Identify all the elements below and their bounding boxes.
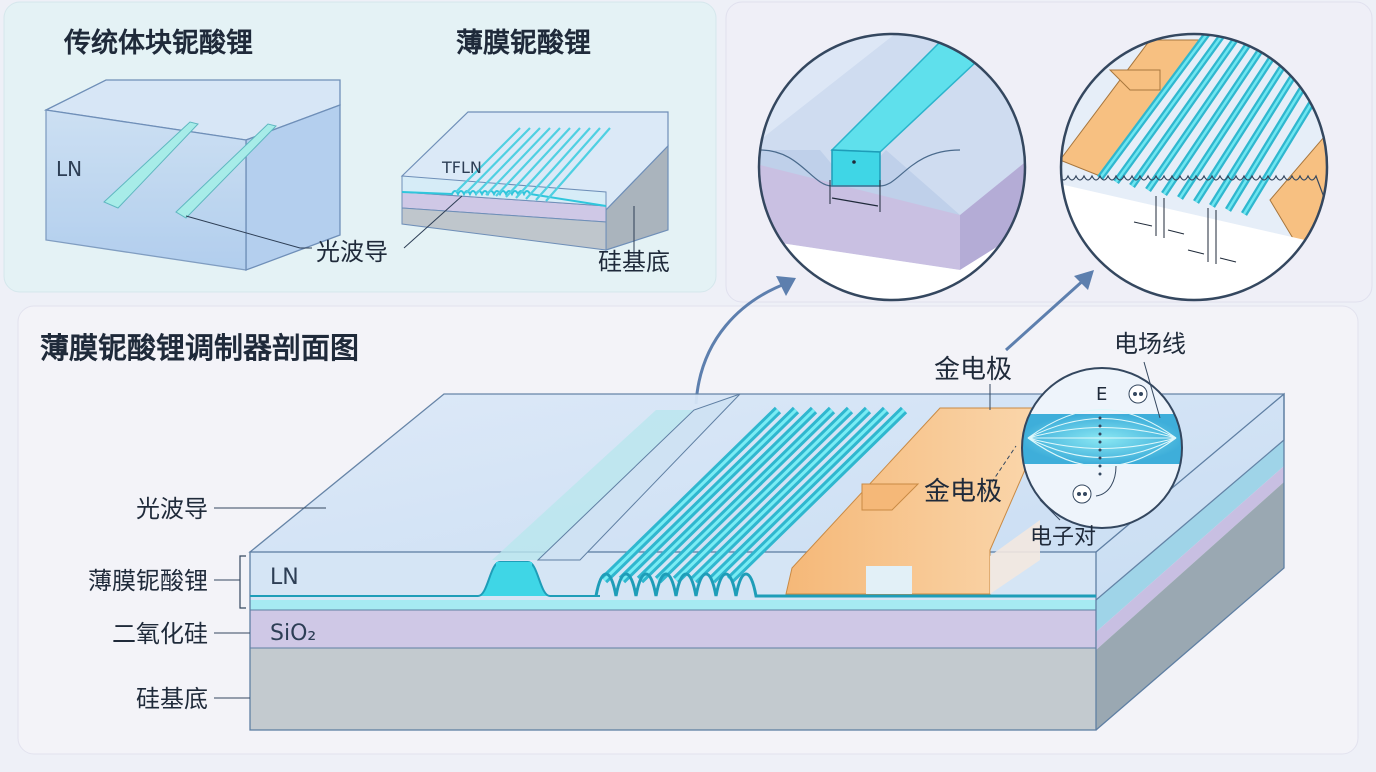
zoom-arrow-1-head (776, 276, 796, 296)
thin-film-label: 薄膜铌酸锂 (88, 567, 208, 595)
electron-leader (1039, 499, 1061, 521)
thin-film-title: 薄膜铌酸锂 (456, 28, 591, 59)
tfln-label: TFLN (441, 158, 482, 177)
electron-pair-label: 电子对 (1030, 525, 1096, 550)
electrode-leader (983, 445, 1017, 495)
substrate-label-main: 硅基底 (136, 685, 208, 713)
field-lines-leader (1143, 361, 1161, 419)
sio2-layer-label: SiO₂ (270, 621, 316, 646)
zoom-circle-2 (1059, 32, 1329, 302)
main-block (248, 392, 1285, 731)
waveguide-leader-tfln (403, 195, 463, 249)
tfln-chip (400, 111, 669, 251)
zoom-arrow-1 (694, 280, 791, 405)
zoom-circle-1 (757, 32, 1027, 302)
bulk-title: 传统体块铌酸锂 (63, 27, 253, 59)
thin-film-bracket (239, 555, 246, 609)
gold-electrode-label-top: 金电极 (934, 355, 1012, 385)
e-field-symbol: E (1096, 384, 1107, 405)
main-title: 薄膜铌酸锂调制器剖面图 (40, 331, 359, 365)
bulk-ln-label: LN (56, 157, 82, 181)
zoom-waveguide (759, 34, 1025, 300)
waveguide-label-top: 光波导 (316, 238, 388, 266)
gold-electrode-label-mid: 金电极 (924, 477, 1002, 507)
waveguide-label-main: 光波导 (136, 495, 208, 523)
ln-layer-label: LN (270, 565, 299, 590)
bulk-ln-box (43, 79, 341, 271)
zoom-arrow-2 (1004, 276, 1088, 352)
field-lines-label: 电场线 (1114, 330, 1186, 358)
zoom-arrow-2-head (1074, 270, 1094, 290)
field-zoom-circle (1021, 367, 1183, 529)
sio2-label: 二氧化硅 (112, 620, 208, 648)
waveguide-leader-bulk (185, 215, 312, 249)
field-zoom (1022, 368, 1182, 528)
substrate-label-top: 硅基底 (598, 248, 670, 276)
